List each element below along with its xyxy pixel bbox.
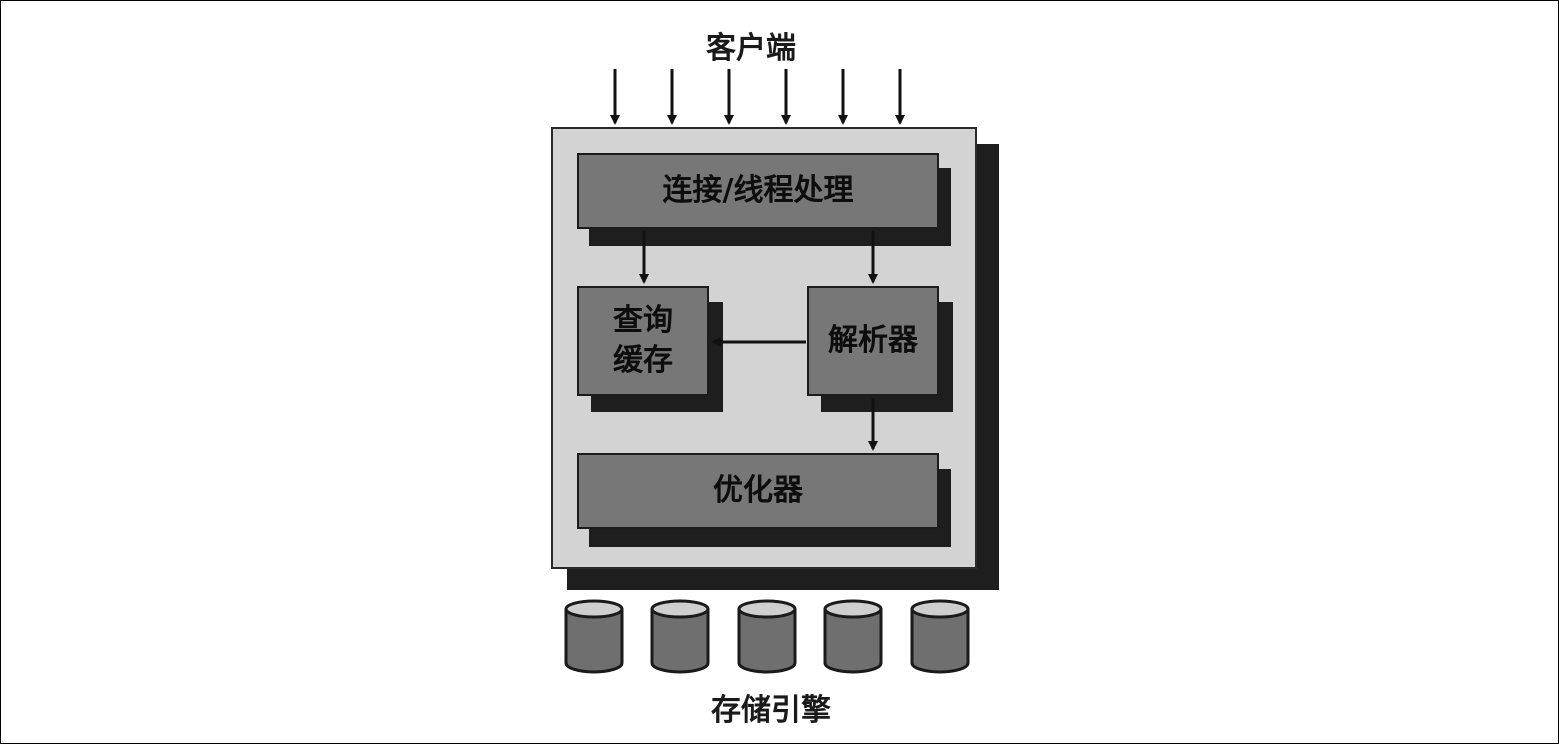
connection-thread-box: 连接/线程处理 bbox=[577, 153, 939, 229]
query-cache-label-line2: 缓存 bbox=[613, 343, 673, 378]
parser-box: 解析器 bbox=[807, 286, 939, 396]
clients-label: 客户端 bbox=[706, 31, 796, 66]
query-cache-label-line1: 查询 bbox=[613, 302, 673, 338]
storage-engine-cylinder-icon bbox=[910, 599, 970, 674]
storage-engine-label: 存储引擎 bbox=[711, 693, 831, 728]
query-cache-box: 查询 缓存 bbox=[577, 286, 709, 396]
parser-label: 解析器 bbox=[828, 322, 918, 358]
storage-engine-cylinder-icon bbox=[564, 599, 624, 674]
storage-engine-cylinder-icon bbox=[823, 599, 883, 674]
connection-thread-label: 连接/线程处理 bbox=[662, 172, 854, 208]
optimizer-label: 优化器 bbox=[713, 472, 803, 508]
storage-engine-cylinder-icon bbox=[737, 599, 797, 674]
storage-engine-cylinder-icon bbox=[650, 599, 710, 674]
optimizer-box: 优化器 bbox=[577, 453, 939, 529]
